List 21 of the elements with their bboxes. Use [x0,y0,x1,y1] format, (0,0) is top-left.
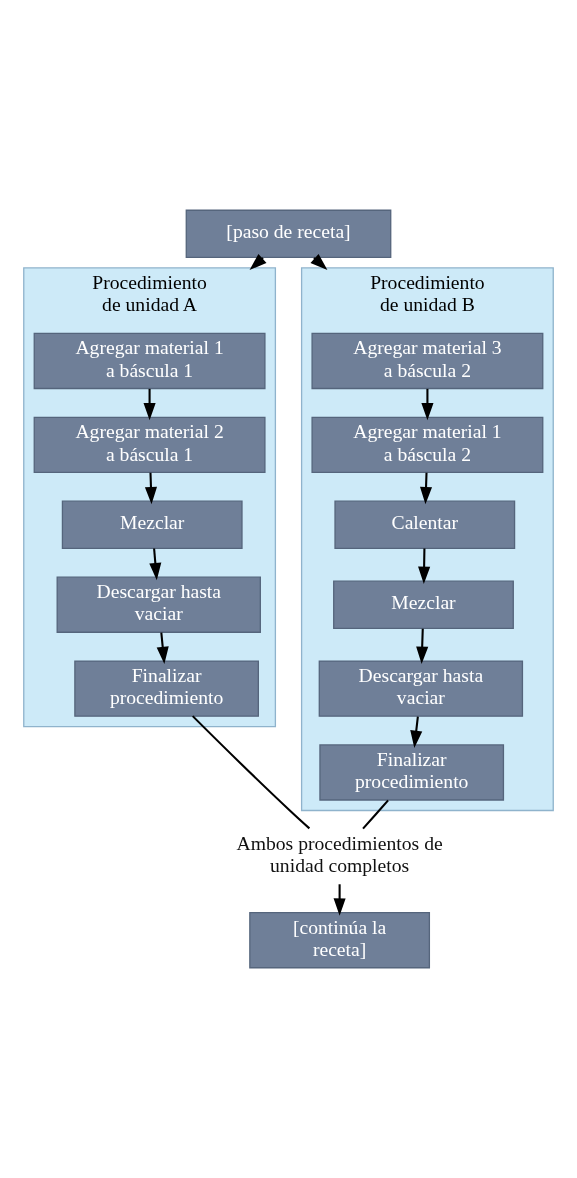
node-box: Agregar material 3 a báscula 2 [311,332,544,390]
node-box: Descargar hasta vaciar [56,576,261,633]
arrow [418,548,431,585]
arrow [144,472,158,505]
arrow [156,632,169,665]
node-box: [continúa la receta] [249,912,431,969]
node-box: Mezclar [333,580,514,629]
arrow [149,548,162,581]
node-box: Agregar material 1 a báscula 1 [33,332,266,390]
arrow [419,472,433,505]
connector [362,799,389,830]
node-box: Calentar [334,500,516,550]
node-box: Mezclar [61,500,243,550]
node-box: Agregar material 1 a báscula 2 [311,416,544,473]
arrow [410,716,423,748]
node-box: Finalizar procedimiento [74,660,259,717]
node-box: Descargar hasta vaciar [318,660,524,717]
node-box: Finalizar procedimiento [319,744,505,801]
arrow [416,628,429,664]
node-box: Agregar material 2 a báscula 1 [33,416,266,473]
node-text: Ambos procedimientos de unidad completos [236,831,443,877]
